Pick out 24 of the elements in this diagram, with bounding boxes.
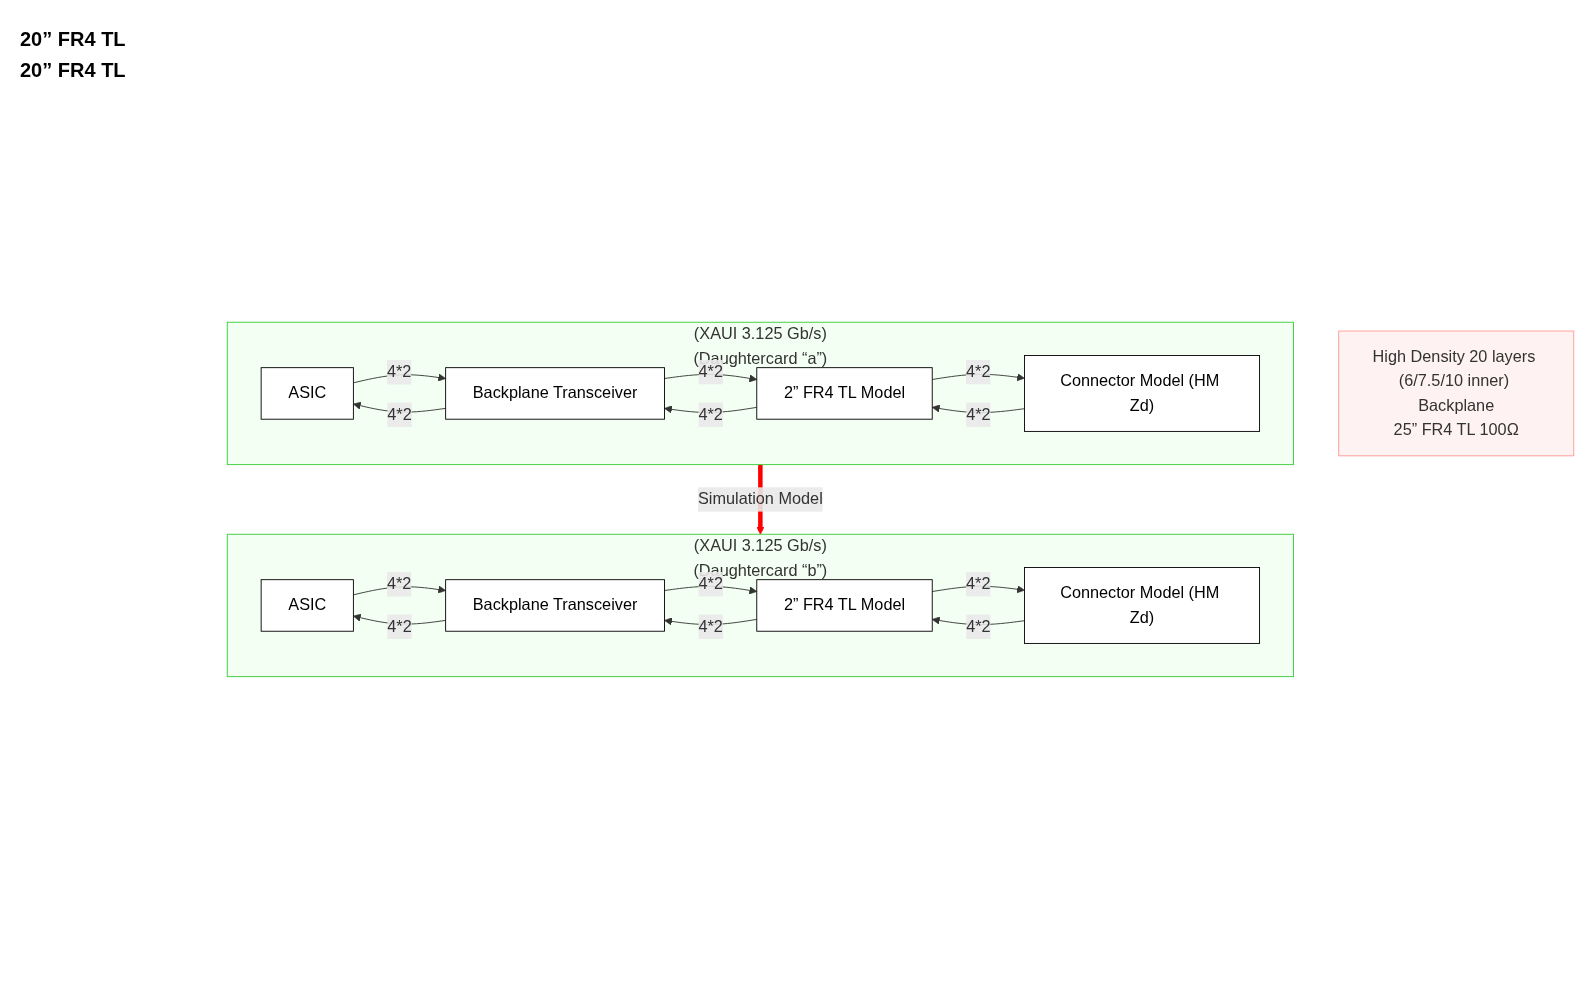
node-box: Connector Model (HM Zd) <box>1024 567 1260 644</box>
edge-label: 4*2 <box>386 362 412 381</box>
node-box: Backplane Transceiver <box>445 367 665 420</box>
edge-label: 4*2 <box>966 574 991 593</box>
node-box: 2” FR4 TL Model <box>756 367 933 420</box>
edge-label: 4*2 <box>386 574 412 593</box>
node-box: 2” FR4 TL Model <box>756 579 933 632</box>
edge-label: 4*2 <box>698 362 723 381</box>
edge-label: 4*2 <box>698 574 723 593</box>
edge-label: 4*2 <box>698 405 723 424</box>
node-box: ASIC <box>260 367 354 420</box>
node-box: ASIC <box>260 579 354 632</box>
edge-label: 4*2 <box>698 617 723 636</box>
edge-label: Simulation Model <box>697 490 823 509</box>
edge-label: 4*2 <box>966 617 991 636</box>
node-box: Connector Model (HM Zd) <box>1024 355 1260 432</box>
node-box: High Density 20 layers (6/7.5/10 inner) Backplane 25” FR4 TL 100Ω <box>1338 330 1575 457</box>
edge-label: 4*2 <box>966 362 991 381</box>
edge-label: 4*2 <box>966 405 991 424</box>
trace-label: 20” FR4 TL <box>20 28 127 51</box>
trace-label: 20” FR4 TL <box>20 59 127 82</box>
node-box: Backplane Transceiver <box>445 579 665 632</box>
edge-label: 4*2 <box>387 405 412 424</box>
edge-label: 4*2 <box>387 617 412 636</box>
